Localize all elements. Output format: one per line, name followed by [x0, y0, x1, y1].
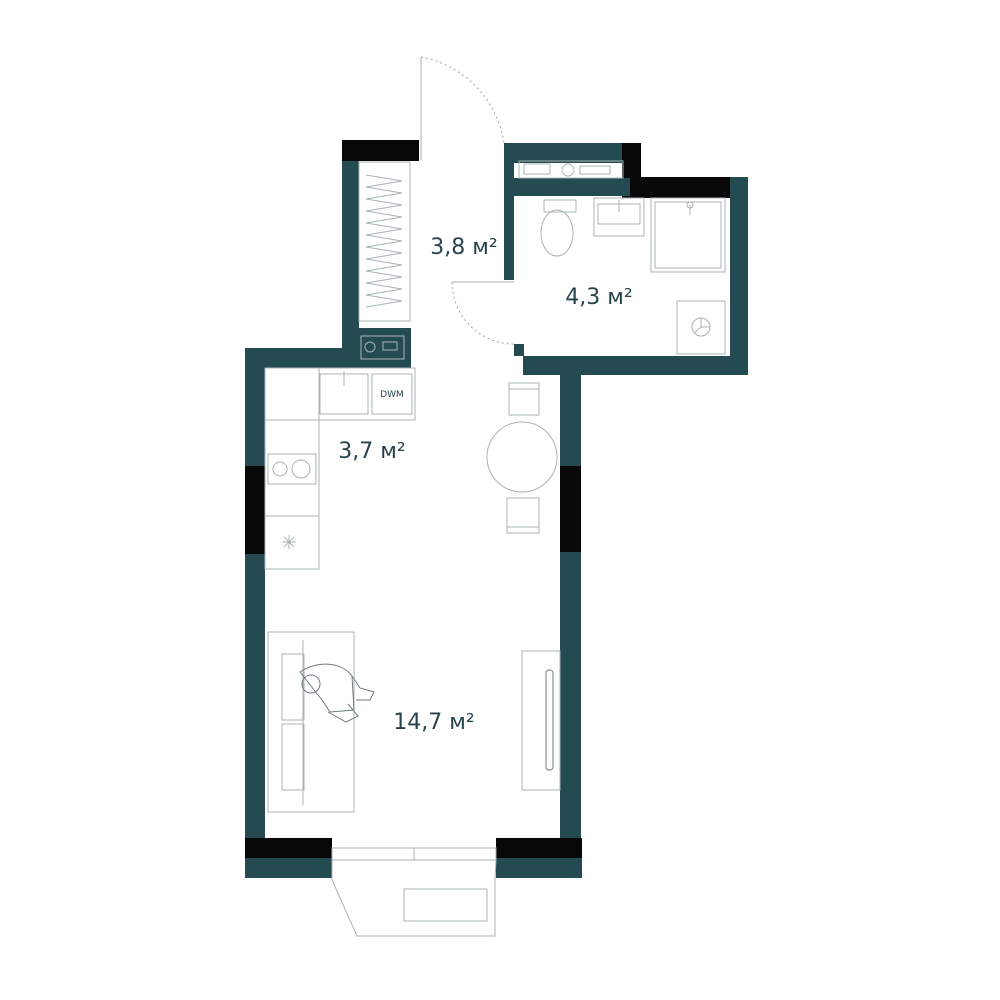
- stove-burner-2: [291, 459, 311, 479]
- sink-counter: [593, 197, 645, 237]
- balcony-planter: [403, 888, 488, 922]
- column-hall-top: [342, 140, 419, 161]
- entrance-door-swing-icon: [420, 56, 505, 144]
- extractor-icon: [282, 535, 296, 549]
- tv-icon: [545, 669, 554, 771]
- wall-kitchen-top-left: [245, 348, 360, 368]
- sill-bottom-left: [245, 858, 332, 878]
- kitchen-upper-cabinet: [264, 367, 416, 421]
- column-bath-right: [630, 177, 748, 198]
- walls: [245, 140, 748, 878]
- washing-machine-icon: [561, 163, 575, 177]
- sofa-cushion-top: [281, 653, 305, 721]
- wall-living-left-upper: [245, 348, 265, 466]
- bath-door-swing-icon: [451, 281, 515, 345]
- toilet-tank: [543, 199, 577, 213]
- hall-sink-unit: [360, 335, 405, 360]
- living: [267, 631, 561, 813]
- kitchen: DWM: [264, 367, 416, 570]
- bathroom-area-label: 4,3 м²: [565, 285, 632, 310]
- column-bottom-left: [245, 838, 332, 858]
- bathroom-fixtures: [518, 160, 726, 355]
- wall-kitchen-top-mid: [359, 328, 411, 368]
- wardrobe: [358, 161, 411, 322]
- wall-bath-inner: [514, 178, 630, 196]
- hall-counter: [360, 335, 405, 360]
- column-left-middle: [245, 466, 265, 554]
- wardrobe-body: [358, 161, 411, 322]
- shower-tray-inner: [654, 201, 722, 269]
- wall-bath-bottom: [523, 356, 748, 375]
- wall-living-right-upper: [560, 356, 581, 466]
- doors: [420, 56, 515, 345]
- toilet-icon: [540, 209, 574, 257]
- hall-sink-icon: [364, 341, 376, 353]
- wall-living-right-lower: [560, 552, 581, 840]
- tv-stand: [521, 650, 561, 791]
- bath-shelf: [518, 160, 624, 179]
- sofa-cushion-bottom: [281, 723, 305, 791]
- sofa-icon: [267, 631, 355, 813]
- area-labels: 3,8 м² 4,3 м² 3,7 м² 14,7 м²: [338, 235, 632, 735]
- stove-burner-1: [272, 461, 288, 477]
- wall-bath-door-jamb: [514, 344, 524, 356]
- stove-icon: [267, 453, 317, 485]
- wall-bath-top: [504, 143, 640, 163]
- wall-hall-left: [342, 160, 359, 350]
- column-right-middle: [560, 466, 581, 552]
- fan-blades-icon: [693, 318, 710, 334]
- dishwasher-label: DWM: [380, 390, 404, 400]
- wardrobe-hangers: [365, 174, 403, 308]
- chair-bottom-icon: [506, 497, 540, 534]
- chair-top-icon: [508, 382, 540, 416]
- wall-bath-left: [504, 143, 514, 280]
- hall-tap-icon: [382, 341, 398, 351]
- wall-living-left-lower: [245, 554, 265, 840]
- living-area-label: 14,7 м²: [393, 710, 474, 735]
- sill-bottom-right: [496, 858, 582, 878]
- person-icon: [299, 663, 375, 723]
- balcony-outline: [331, 859, 497, 937]
- boiler-icon: [523, 163, 551, 175]
- dining: [486, 382, 558, 534]
- wall-bath-right: [730, 177, 748, 375]
- window-balcony: [331, 847, 497, 937]
- table-icon: [486, 421, 558, 493]
- dishwasher-icon: [371, 373, 413, 415]
- shower-tray-icon: [650, 197, 726, 273]
- column-bottom-right: [496, 838, 582, 858]
- bath-tap-icon: [579, 165, 611, 175]
- dryer-box: [676, 300, 726, 355]
- kitchen-area-label: 3,7 м²: [338, 439, 405, 464]
- hall-area-label: 3,8 м²: [430, 235, 497, 260]
